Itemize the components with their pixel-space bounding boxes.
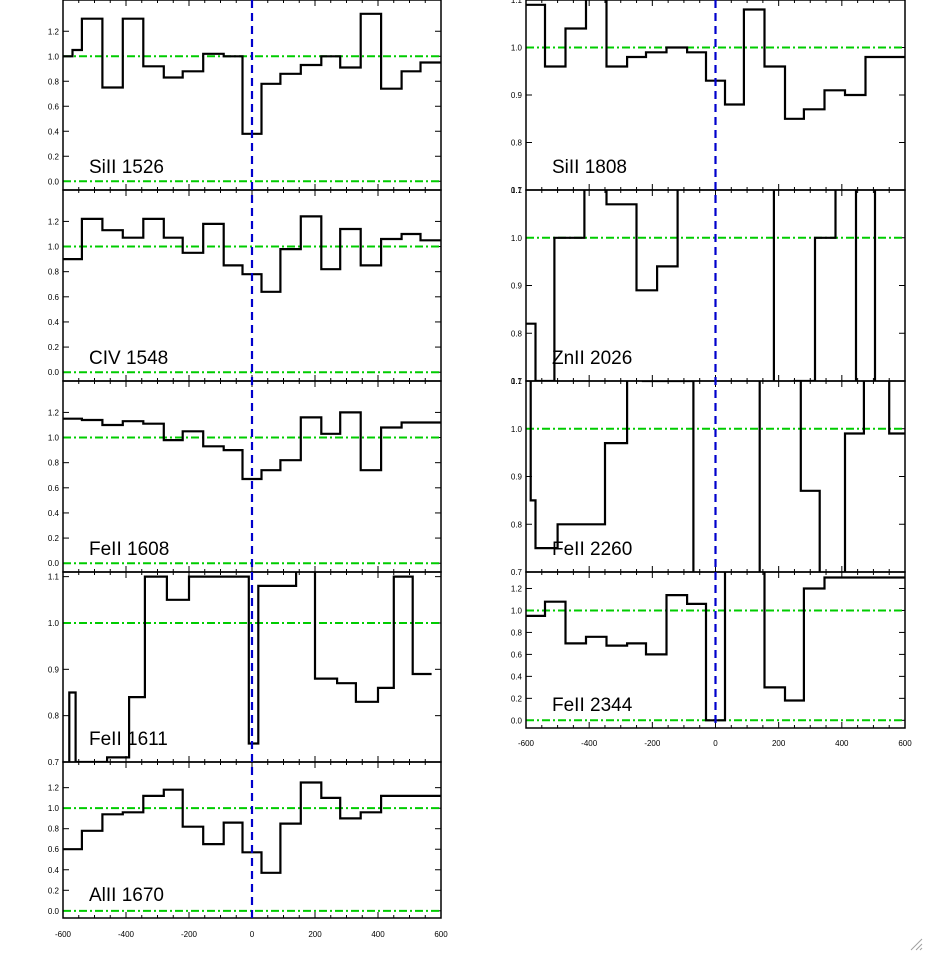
x-tick-label: 600: [898, 739, 912, 748]
x-tick-label: 400: [835, 739, 849, 748]
y-tick-label: 0.4: [48, 318, 60, 327]
y-tick-label: 0.4: [511, 672, 523, 681]
y-tick-label: 0.0: [48, 177, 60, 186]
y-tick-label: 0.8: [48, 712, 60, 721]
ion-label: SiII 1526: [89, 157, 164, 178]
x-tick-label: 200: [772, 739, 786, 748]
spectrum-line: [68, 572, 432, 762]
spectrum-line: [63, 781, 441, 874]
y-tick-label: 1.0: [48, 619, 60, 628]
y-tick-label: 1.0: [48, 434, 60, 443]
y-tick-label: 1.0: [48, 243, 60, 252]
ion-label: FeII 2344: [552, 695, 633, 716]
y-tick-label: 1.0: [511, 425, 523, 434]
y-tick-label: 0.9: [511, 473, 523, 482]
y-tick-label: 0.2: [48, 886, 60, 895]
y-tick-label: 0.8: [511, 329, 523, 338]
y-tick-label: 1.1: [48, 573, 60, 582]
ion-label: FeII 2260: [552, 539, 632, 560]
y-tick-label: 1.0: [511, 234, 523, 243]
y-tick-label: 0.2: [48, 343, 60, 352]
y-tick-label: 1.2: [48, 217, 60, 226]
y-tick-label: 1.0: [48, 52, 60, 61]
y-tick-label: 1.1: [511, 0, 523, 5]
y-tick-label: 1.1: [511, 377, 523, 386]
x-tick-label: -600: [55, 930, 72, 939]
y-tick-label: 0.4: [48, 127, 60, 136]
y-tick-label: 0.0: [48, 907, 60, 916]
y-tick-label: 0.0: [48, 368, 60, 377]
y-tick-label: 0.8: [48, 459, 60, 468]
y-tick-label: 1.0: [48, 804, 60, 813]
y-tick-label: 0.7: [511, 377, 523, 386]
y-tick-label: 0.8: [48, 825, 60, 834]
y-tick-label: 0.9: [511, 282, 523, 291]
y-tick-label: 0.7: [511, 186, 523, 195]
y-tick-label: 0.7: [48, 758, 60, 767]
y-tick-label: 0.6: [48, 102, 60, 111]
y-tick-label: 0.0: [511, 716, 523, 725]
resize-grip-icon[interactable]: [909, 937, 923, 951]
spectrum-line: [63, 12, 441, 135]
y-tick-label: 1.1: [511, 186, 523, 195]
y-tick-label: 0.8: [511, 520, 523, 529]
x-tick-label: 0: [713, 739, 718, 748]
y-tick-label: 1.0: [511, 606, 523, 615]
ion-label: AlII 1670: [89, 885, 164, 906]
y-tick-label: 1.2: [48, 784, 60, 793]
x-tick-label: 400: [371, 930, 385, 939]
spectrum-line: [529, 381, 905, 572]
x-tick-label: -200: [644, 739, 661, 748]
x-tick-label: 0: [250, 930, 255, 939]
y-tick-label: 1.2: [511, 584, 523, 593]
y-tick-label: 0.8: [511, 139, 523, 148]
y-tick-label: 0.0: [48, 559, 60, 568]
ion-label: FeII 1611: [89, 729, 168, 750]
x-tick-label: 600: [434, 930, 448, 939]
y-tick-label: 0.6: [511, 650, 523, 659]
x-tick-label: -400: [118, 930, 135, 939]
ion-label: SiII 1808: [552, 157, 627, 178]
spectrum-line: [526, 0, 905, 120]
y-tick-label: 0.6: [48, 845, 60, 854]
y-tick-label: 0.2: [48, 534, 60, 543]
ion-label: CIV 1548: [89, 348, 168, 369]
y-tick-label: 0.2: [511, 694, 523, 703]
spectrum-line: [526, 572, 905, 722]
y-tick-label: 0.7: [511, 568, 523, 577]
ion-label: FeII 1608: [89, 539, 169, 560]
y-tick-label: 0.6: [48, 293, 60, 302]
y-tick-label: 1.2: [48, 27, 60, 36]
y-tick-label: 0.4: [48, 509, 60, 518]
y-tick-label: 0.8: [48, 268, 60, 277]
y-tick-label: 0.6: [48, 484, 60, 493]
x-tick-label: -200: [181, 930, 198, 939]
y-tick-label: 0.8: [511, 628, 523, 637]
y-tick-label: 0.4: [48, 866, 60, 875]
y-tick-label: 1.2: [48, 408, 60, 417]
x-tick-label: -600: [518, 739, 535, 748]
y-tick-label: 0.8: [48, 77, 60, 86]
spectrum-line: [63, 411, 441, 481]
y-tick-label: 0.2: [48, 152, 60, 161]
x-tick-label: 200: [308, 930, 322, 939]
y-tick-label: 0.9: [48, 665, 60, 674]
y-tick-label: 1.0: [511, 44, 523, 53]
y-tick-label: 0.9: [511, 91, 523, 100]
ion-label: ZnII 2026: [552, 348, 632, 369]
x-tick-label: -400: [581, 739, 598, 748]
